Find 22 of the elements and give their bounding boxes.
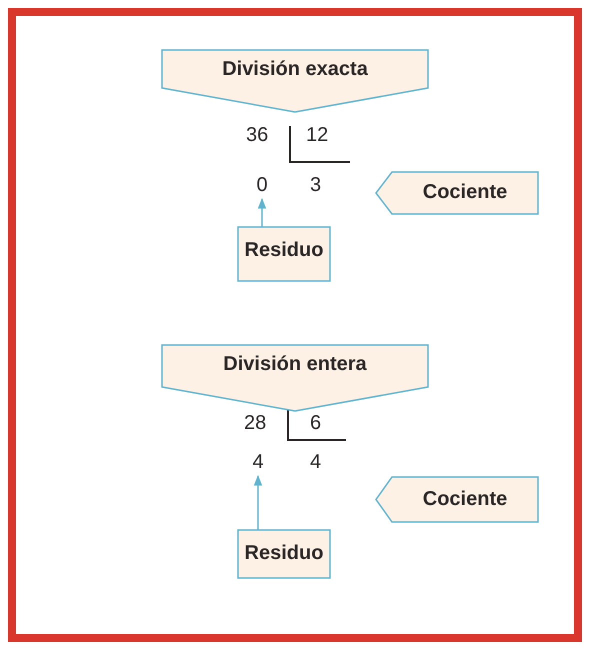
number-text: 28 — [244, 412, 266, 434]
number-text: 3 — [310, 174, 322, 196]
label-box — [238, 227, 330, 281]
number-text: 36 — [246, 124, 268, 146]
number-text: 12 — [306, 124, 328, 146]
digit-text: 0 — [255, 174, 269, 196]
arrow — [258, 198, 266, 227]
box-label: División entera — [222, 353, 368, 376]
box-label: Cociente — [422, 488, 508, 510]
box-label: División exacta — [221, 58, 369, 81]
number-text: 4 — [310, 451, 322, 473]
heading-banner — [162, 50, 428, 112]
number-text: 6 — [310, 412, 322, 434]
heading-banner — [162, 345, 428, 411]
box-label: Residuo — [244, 239, 324, 262]
label-box — [238, 530, 330, 578]
box-label: Residuo — [244, 542, 324, 565]
callout-tag — [376, 172, 538, 214]
callout-tag — [376, 477, 538, 522]
digit-text: 4 — [251, 451, 265, 473]
arrow — [254, 474, 262, 530]
box-label: Cociente — [422, 181, 508, 204]
